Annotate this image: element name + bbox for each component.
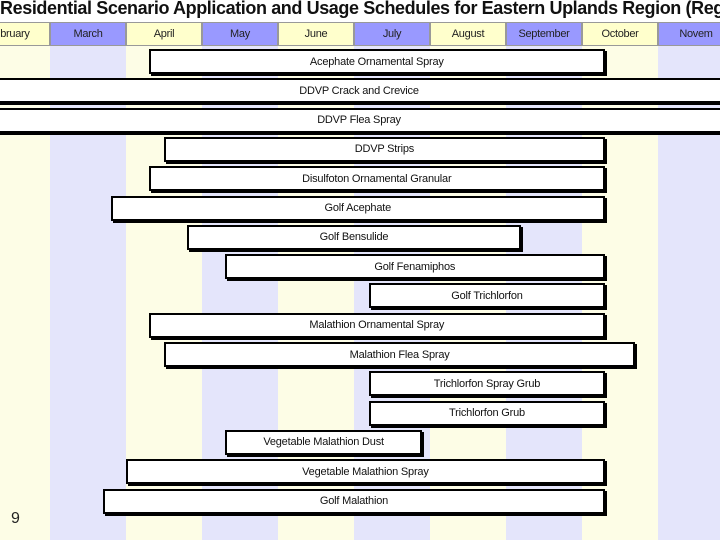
chart-title: Residential Scenario Application and Usa…	[0, 0, 720, 18]
schedule-bar: Trichlorfon Spray Grub	[369, 371, 605, 397]
schedule-bar: Trichlorfon Grub	[369, 400, 605, 426]
schedule-bar: Golf Acephate	[110, 195, 605, 221]
month-header: March	[50, 22, 126, 46]
schedule-bar: Disulfoton Ornamental Granular	[148, 166, 605, 192]
month-header: September	[506, 22, 582, 46]
schedule-bar: Acephate Ornamental Spray	[148, 49, 605, 74]
schedule-bar: Golf Bensulide	[186, 224, 522, 250]
schedule-bar: DDVP Flea Spray	[0, 107, 720, 133]
schedule-bar: DDVP Strips	[164, 136, 605, 162]
month-header: April	[126, 22, 202, 46]
schedule-bar: Vegetable Malathion Dust	[224, 429, 423, 455]
schedule-bar: DDVP Crack and Crevice	[0, 78, 720, 104]
month-header: ebruary	[0, 22, 50, 46]
month-header: Novem	[658, 22, 720, 46]
month-header: August	[430, 22, 506, 46]
month-header: May	[202, 22, 278, 46]
month-header: October	[582, 22, 658, 46]
schedule-bar: Malathion Flea Spray	[164, 342, 636, 367]
schedule-bar: Malathion Ornamental Spray	[148, 312, 605, 338]
schedule-bar: Golf Fenamiphos	[224, 254, 605, 280]
month-header: July	[354, 22, 430, 46]
schedule-bar: Golf Malathion	[103, 488, 605, 514]
schedule-bar: Golf Trichlorfon	[369, 283, 605, 309]
schedule-bar: Vegetable Malathion Spray	[126, 459, 605, 485]
page-number: 9	[11, 510, 20, 527]
month-header: June	[278, 22, 354, 46]
